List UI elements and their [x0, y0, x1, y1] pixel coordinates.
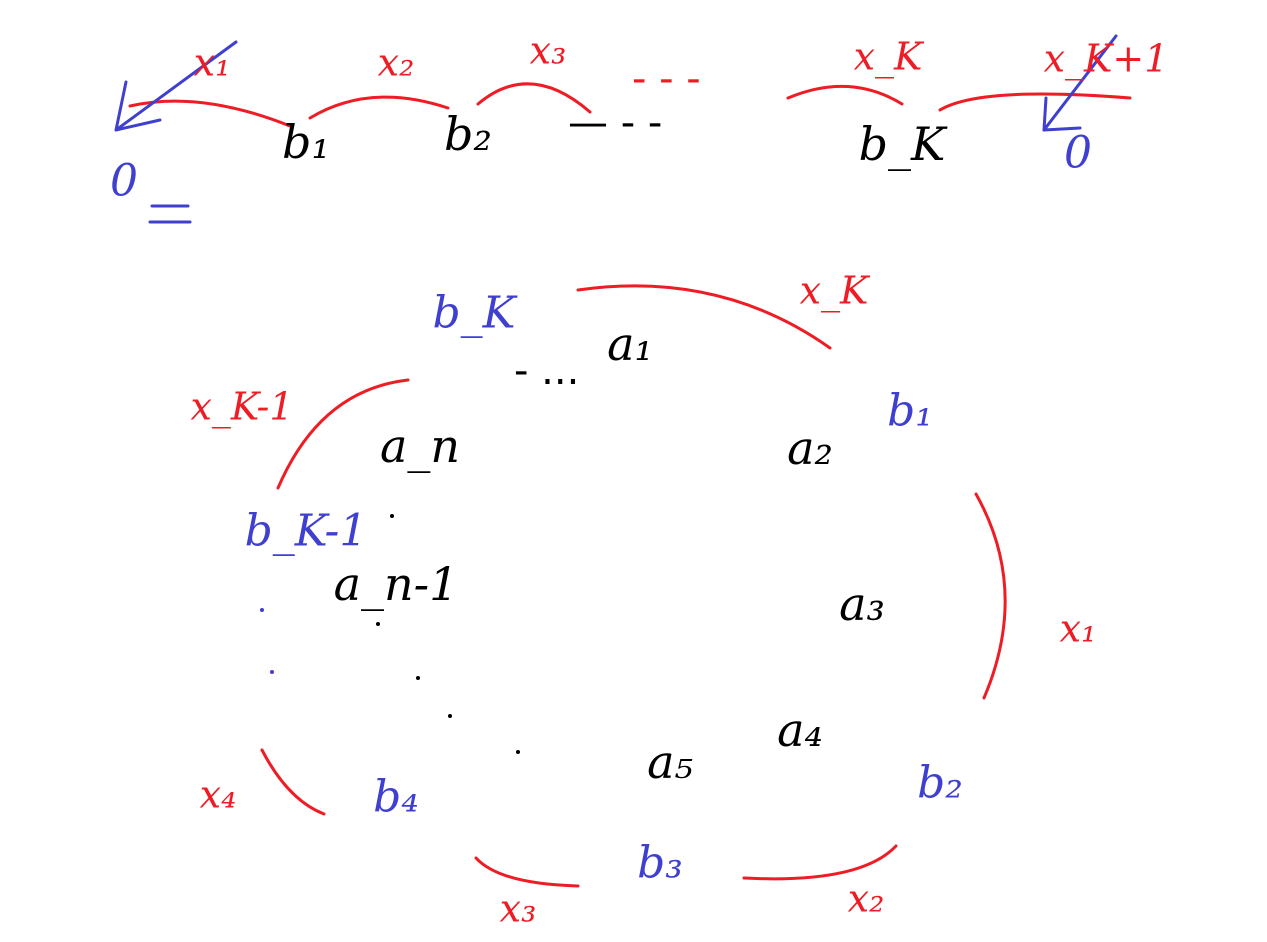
circle-block-b3: b₃ — [637, 838, 683, 889]
circle-left-dot-2 — [270, 670, 274, 674]
circle-gap-arc-x2 — [742, 844, 898, 881]
inner-dot-1 — [416, 676, 420, 680]
gap-arc-x2 — [308, 95, 450, 120]
circle-top-ellipsis: - ... — [514, 348, 579, 394]
gap-arc-xk — [786, 84, 904, 106]
circle-value-a1: a₁ — [607, 317, 653, 371]
top-gap-label-xk1: x_K+1 — [1044, 37, 1169, 82]
circle-block-bk: b_K — [432, 288, 517, 339]
top-gap-label-xk: x_K — [854, 35, 925, 80]
circle-gap-arc-x1 — [974, 492, 1007, 700]
circle-gap-label-xk: x_K — [800, 269, 871, 314]
circle-value-a2: a₂ — [787, 421, 833, 475]
circle-value-a5: a₅ — [647, 735, 693, 789]
circle-value-an1: a_n-1 — [334, 557, 459, 611]
circle-block-b4: b₄ — [373, 772, 419, 823]
top-gap-ellipsis: - - - — [632, 56, 701, 102]
top-row: x₁ x₂ x₃ - - - x_K x_K+1 b₁ b₂ — - - b_K… — [110, 29, 1169, 224]
top-ellipsis: — - - — [568, 100, 662, 146]
circle-value-an: a_n — [380, 419, 460, 473]
circle-gap-label-xk1: x_K-1 — [190, 385, 293, 430]
gap-arc-x1 — [128, 99, 292, 128]
circle-gap-arc-x3 — [474, 856, 580, 888]
circle-gap-label-x1: x₁ — [1060, 607, 1097, 651]
gap-arc-xk1 — [938, 92, 1132, 112]
circle-block-b1: b₁ — [887, 386, 933, 437]
circle-block-b2: b₂ — [917, 758, 963, 809]
top-gap-label-x2: x₂ — [378, 41, 415, 85]
circle-value-a3: a₃ — [839, 577, 885, 631]
circle-diagram: a₁ a₂ a₃ a₄ a₅ a_n-1 a_n - ... b_K b₁ b₂… — [190, 269, 1096, 931]
zero-left-underline — [148, 204, 192, 224]
circle-block-bk1: b_K-1 — [245, 506, 368, 557]
top-block-label-b1: b₁ — [282, 115, 330, 169]
left-arrow-icon — [114, 40, 238, 132]
circle-gap-arc-xk — [576, 284, 832, 350]
gap-arc-x3 — [476, 82, 592, 114]
inner-dot-5 — [390, 514, 394, 518]
top-gap-label-x1: x₁ — [194, 41, 231, 85]
circle-gap-label-x3: x₃ — [500, 887, 537, 931]
circle-value-a4: a₄ — [777, 703, 823, 757]
circle-left-dot-1 — [260, 608, 264, 612]
inner-dot-2 — [448, 714, 452, 718]
inner-dot-3 — [516, 750, 520, 754]
circle-gap-label-x2: x₂ — [848, 877, 885, 921]
circle-gap-arc-x4 — [260, 748, 326, 816]
top-gap-label-x3: x₃ — [530, 29, 567, 73]
top-block-label-bk: b_K — [859, 117, 948, 171]
circle-gap-arc-xk1 — [276, 378, 410, 490]
top-zero-left: 0 — [110, 156, 138, 207]
circle-gap-label-x4: x₄ — [200, 773, 237, 817]
right-arrow-icon — [1042, 34, 1118, 132]
top-zero-right: 0 — [1064, 128, 1092, 179]
inner-dot-4 — [376, 622, 380, 626]
top-block-label-b2: b₂ — [444, 107, 492, 161]
